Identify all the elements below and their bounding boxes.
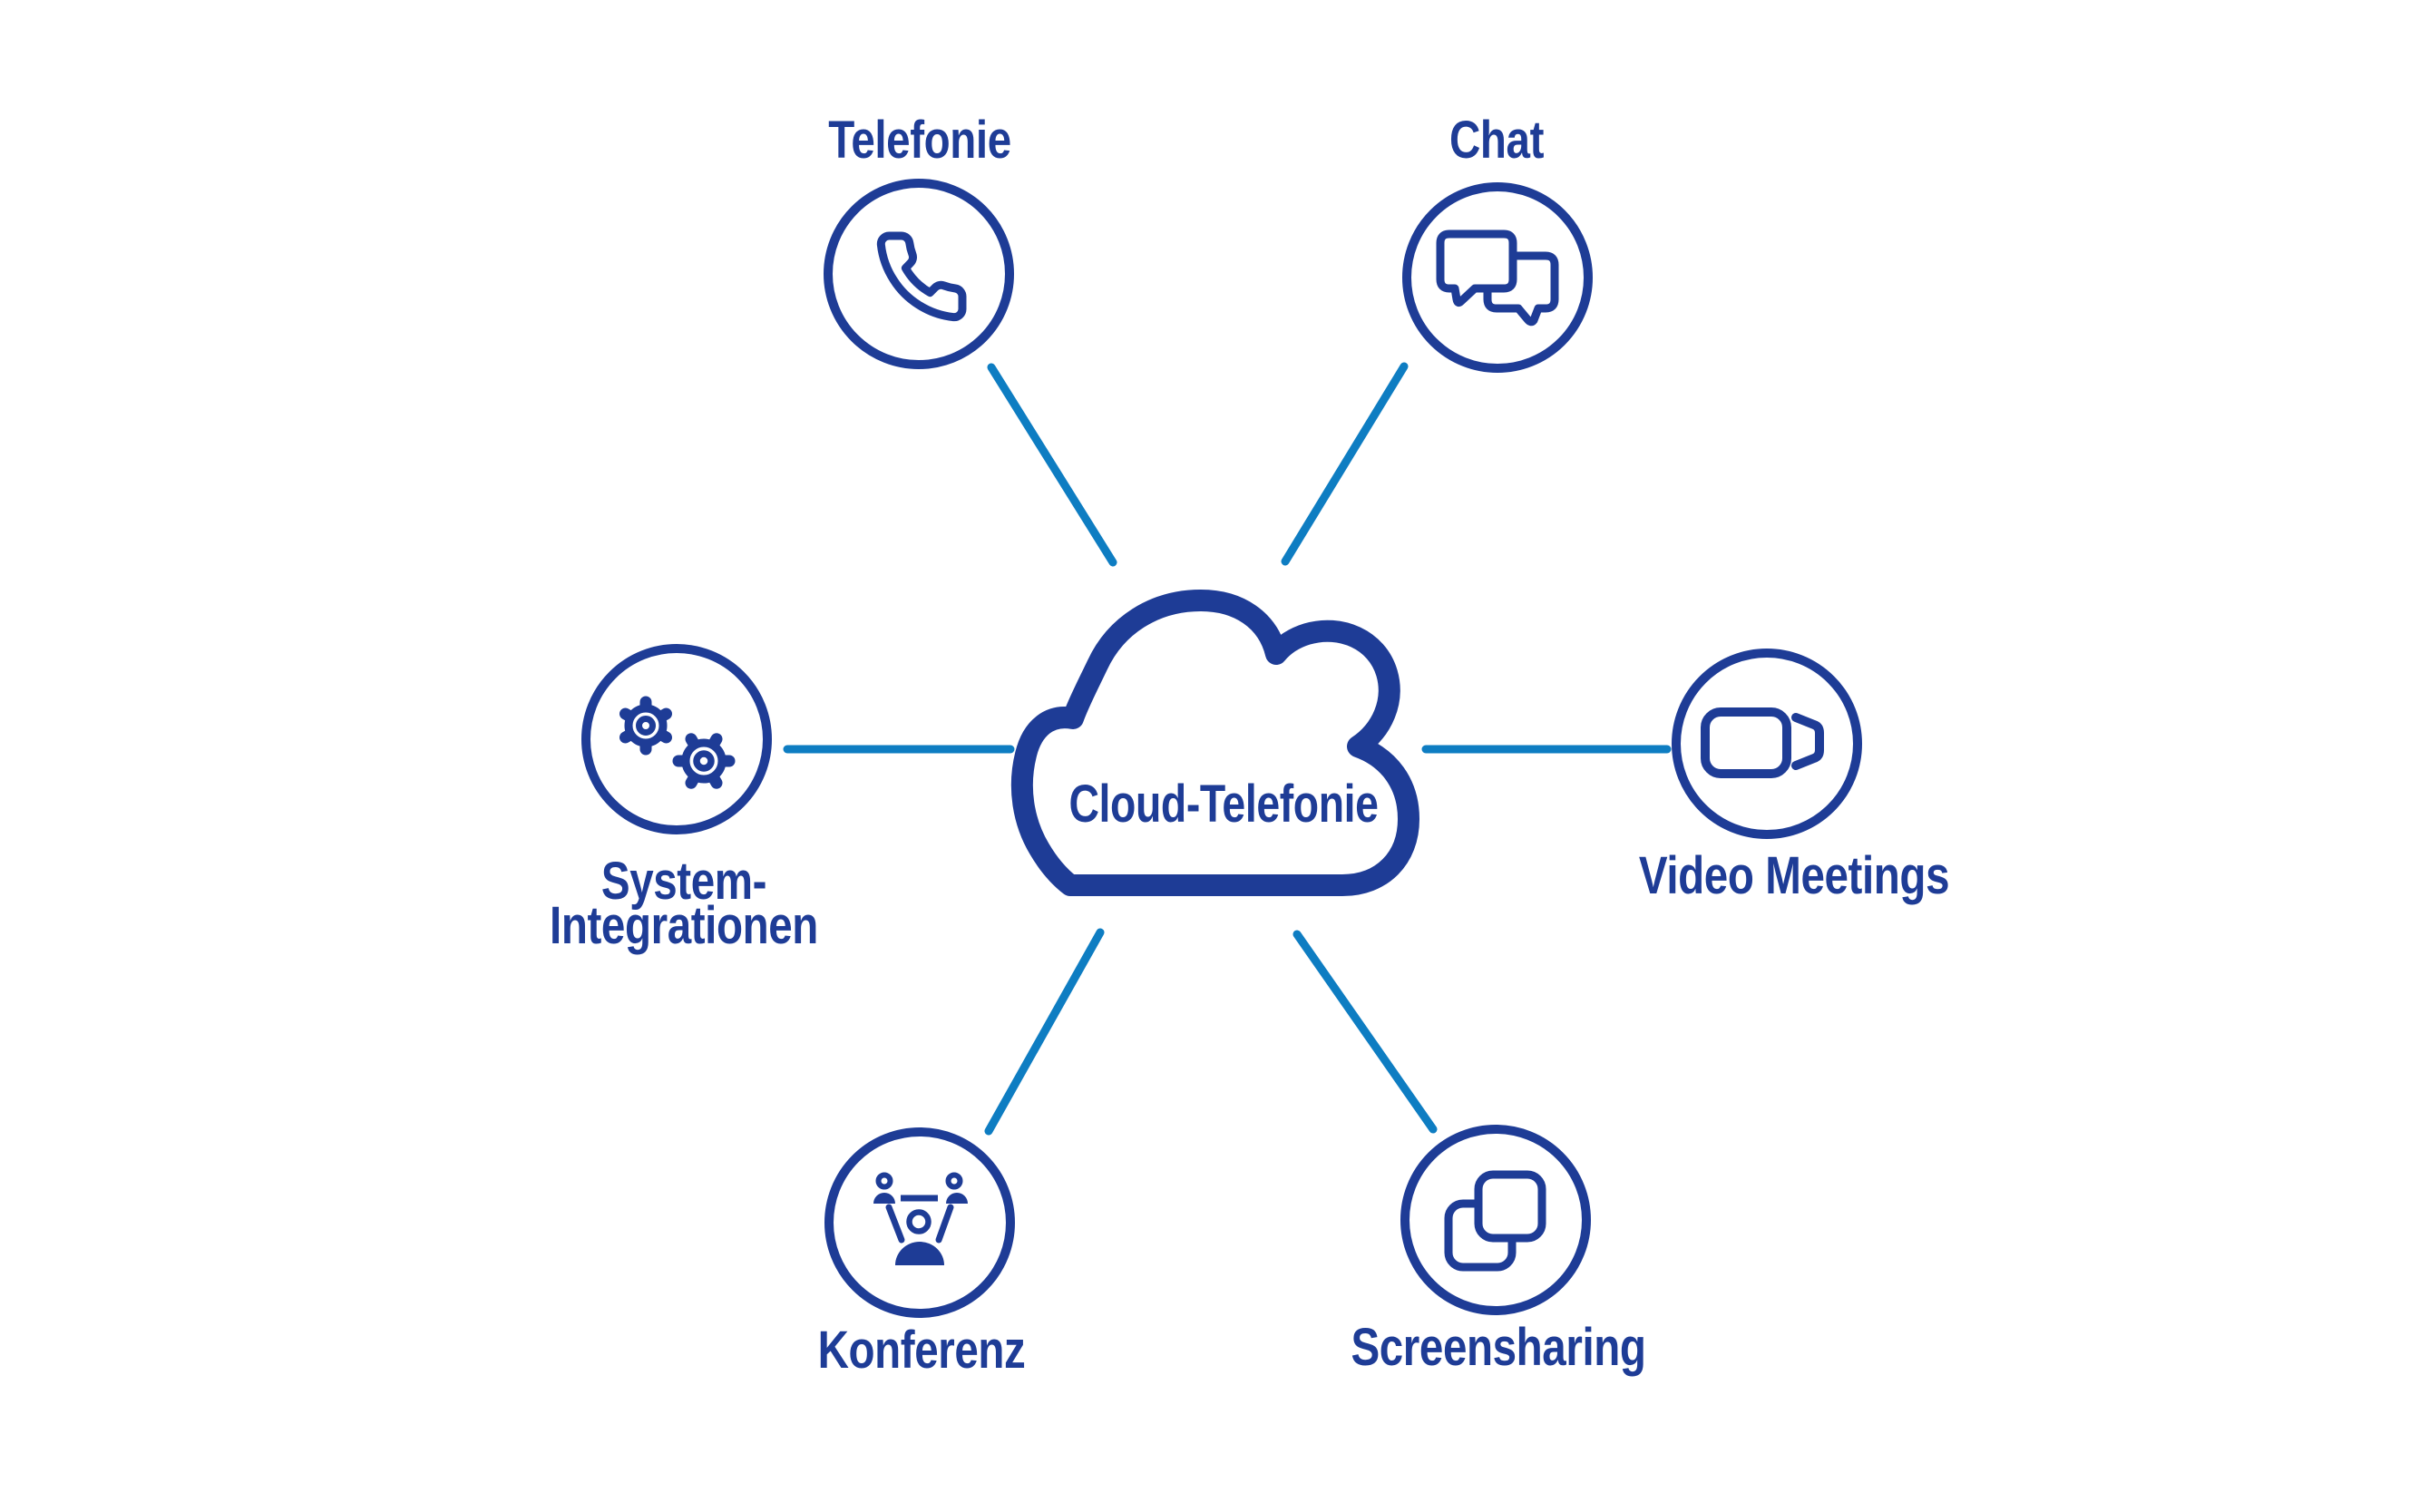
node-konferenz <box>824 1127 1015 1318</box>
chat-bubbles-icon <box>1436 229 1559 327</box>
chat-bubble-large <box>1436 229 1517 307</box>
node-label-telefonie: Telefonie <box>828 111 1011 170</box>
node-label-system-integrationen: System- Integrationen <box>550 852 818 955</box>
cloud-center-label: Cloud-Telefonie <box>1068 775 1379 834</box>
node-label-konferenz: Konferenz <box>817 1321 1026 1380</box>
node-label-video-meetings: Video Meetings <box>1638 846 1950 905</box>
cloud-shape <box>1010 590 1419 896</box>
node-system-integrationen <box>581 644 772 834</box>
node-label-screensharing: Screensharing <box>1351 1318 1646 1377</box>
gears-icon <box>619 696 736 789</box>
node-telefonie <box>824 179 1014 369</box>
connector-telefonie <box>987 363 1117 567</box>
overlapping-windows-icon <box>1444 1170 1546 1272</box>
node-circle <box>1672 649 1862 839</box>
front-window <box>1474 1170 1546 1243</box>
node-circle <box>824 1127 1015 1318</box>
cloud-icon <box>1010 590 1419 896</box>
node-circle <box>581 644 772 834</box>
video-camera-icon <box>1701 707 1824 778</box>
node-screensharing <box>1400 1125 1591 1315</box>
node-video-meetings <box>1672 649 1862 839</box>
connector-chat <box>1281 362 1409 566</box>
connector-konferenz <box>984 928 1105 1136</box>
connector-screenshare <box>1292 930 1438 1134</box>
node-label-chat: Chat <box>1448 111 1545 170</box>
node-circle <box>824 179 1014 369</box>
connector-lines <box>783 362 1672 1136</box>
node-chat <box>1402 182 1593 373</box>
phone-icon <box>876 231 967 322</box>
conference-people-icon <box>873 1172 968 1265</box>
